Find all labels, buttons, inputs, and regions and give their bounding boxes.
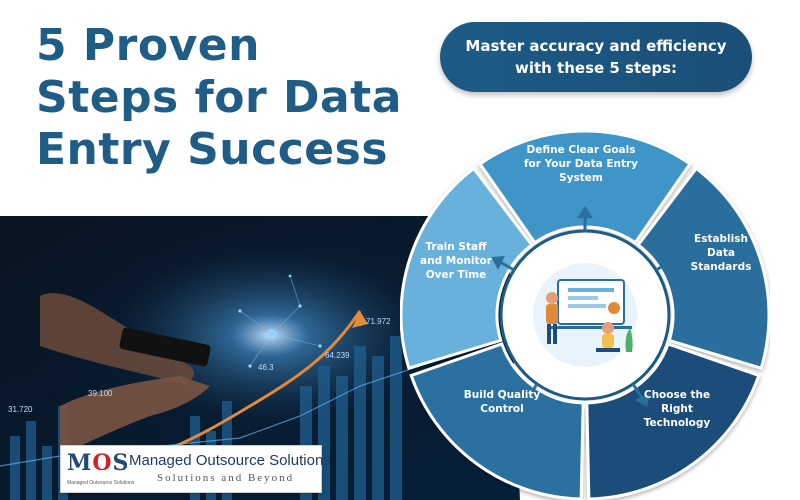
wheel-segment-5 xyxy=(400,166,534,371)
right-arrow-icon xyxy=(655,260,671,272)
wheel-segment-4 xyxy=(409,342,585,500)
down-arrow-icon xyxy=(526,383,539,399)
office-illustration-icon xyxy=(533,263,637,367)
logo-name: Managed Outsource Solutions xyxy=(129,452,331,469)
company-logo: MOS Managed Outsource Solutions Managed … xyxy=(60,445,331,493)
banner-text: Master accuracy and efficiency with thes… xyxy=(465,37,727,77)
chart-value-label: 64.239 xyxy=(325,351,350,360)
wheel-segment-2 xyxy=(636,166,770,371)
logo-tagline: Solutions and Beyond xyxy=(157,472,295,484)
hero-photo: 71.972 64.239 46.3 39.100 31.720 xyxy=(0,216,520,500)
step-label-5: Train Staff and Monitor Over Time xyxy=(420,241,492,281)
down-arrow-icon xyxy=(631,383,644,399)
up-arrow-icon xyxy=(577,206,593,218)
wheel-segment-3 xyxy=(585,342,761,500)
chart-value-label: 46.3 xyxy=(258,363,274,372)
steps-wheel xyxy=(400,130,770,500)
logo-mark-m: M xyxy=(67,450,93,476)
chart-value-label: 31.720 xyxy=(8,405,33,414)
logo-mark-o: O xyxy=(92,450,113,476)
logo-mark: MOS xyxy=(67,450,128,480)
step-label-4: Build Quality Control xyxy=(463,389,541,415)
right-arrow-icon xyxy=(665,256,679,270)
down-arrow-icon xyxy=(635,393,650,407)
logo-mark-s: S xyxy=(112,450,130,476)
step-label-2: Establish Data Standards xyxy=(690,233,752,273)
step-label-3: Choose the Right Technology xyxy=(643,389,711,429)
step-label-1: Define Clear Goals for Your Data Entry S… xyxy=(523,144,639,184)
wheel-segment-1 xyxy=(477,130,693,245)
chart-value-label: 39.100 xyxy=(88,389,113,398)
logo-subtext: Managed Outsource Solutions xyxy=(67,480,135,486)
left-arrow-icon xyxy=(499,260,515,272)
chart-value-label: 71.972 xyxy=(366,317,391,326)
down-arrow-icon xyxy=(520,393,535,407)
page-title: 5 Proven Steps for Data Entry Success xyxy=(36,20,402,175)
left-arrow-icon xyxy=(491,256,505,270)
banner-pill: Master accuracy and efficiency with thes… xyxy=(440,22,752,92)
